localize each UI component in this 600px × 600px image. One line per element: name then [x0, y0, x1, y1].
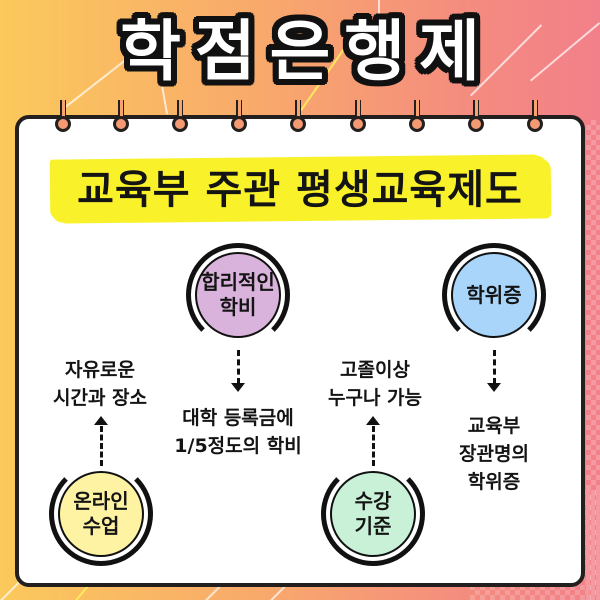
binder-ring-icon	[171, 100, 189, 134]
node-circle: 수강 기준	[330, 471, 416, 557]
dashed-arrow-up-icon	[366, 416, 380, 466]
binder-ring-icon	[467, 100, 485, 134]
node-degree: 학위증	[442, 243, 546, 347]
node-circle: 합리적인 학비	[195, 252, 281, 338]
node-label: 합리적인	[201, 270, 275, 294]
binder-ring-icon	[289, 100, 307, 134]
node-caption: 자유로운 시간과 장소	[52, 359, 147, 409]
binder-ring-icon	[112, 100, 130, 134]
binder-ring-icon	[349, 100, 367, 134]
binder-ring-icon	[408, 100, 426, 134]
dashed-arrow-down-icon	[487, 350, 501, 394]
node-label: 온라인	[73, 489, 129, 513]
node-circle: 온라인 수업	[58, 471, 144, 557]
dashed-arrow-down-icon	[231, 350, 245, 394]
binder-ring-icon	[526, 100, 544, 134]
node-ring	[186, 243, 290, 347]
page-title: 학점은행제	[120, 13, 494, 90]
checker-pattern	[586, 120, 600, 600]
node-label: 수강	[354, 489, 392, 513]
node-circle: 학위증	[451, 252, 537, 338]
node-caption: 교육부 장관명의 학위증	[459, 415, 529, 493]
binder-ring-icon	[54, 100, 72, 134]
node-tuition: 합리적인 학비	[186, 243, 290, 347]
node-caption: 대학 등록금에 1/5정도의 학비	[174, 407, 302, 457]
node-ring	[442, 243, 546, 347]
node-label: 수업	[82, 514, 120, 538]
node-ring	[321, 462, 425, 566]
node-admission: 수강 기준	[321, 462, 425, 566]
node-caption: 고졸이상 누구나 가능	[327, 359, 422, 409]
node-label: 기준	[354, 514, 392, 538]
node-online: 온라인 수업	[49, 462, 153, 566]
dashed-arrow-up-icon	[94, 416, 108, 466]
node-label: 학위증	[466, 282, 522, 307]
node-label: 학비	[219, 295, 257, 319]
binder-ring-icon	[230, 100, 248, 134]
banner-subtitle: 교육부 주관 평생교육제도	[77, 167, 523, 213]
node-ring	[49, 462, 153, 566]
